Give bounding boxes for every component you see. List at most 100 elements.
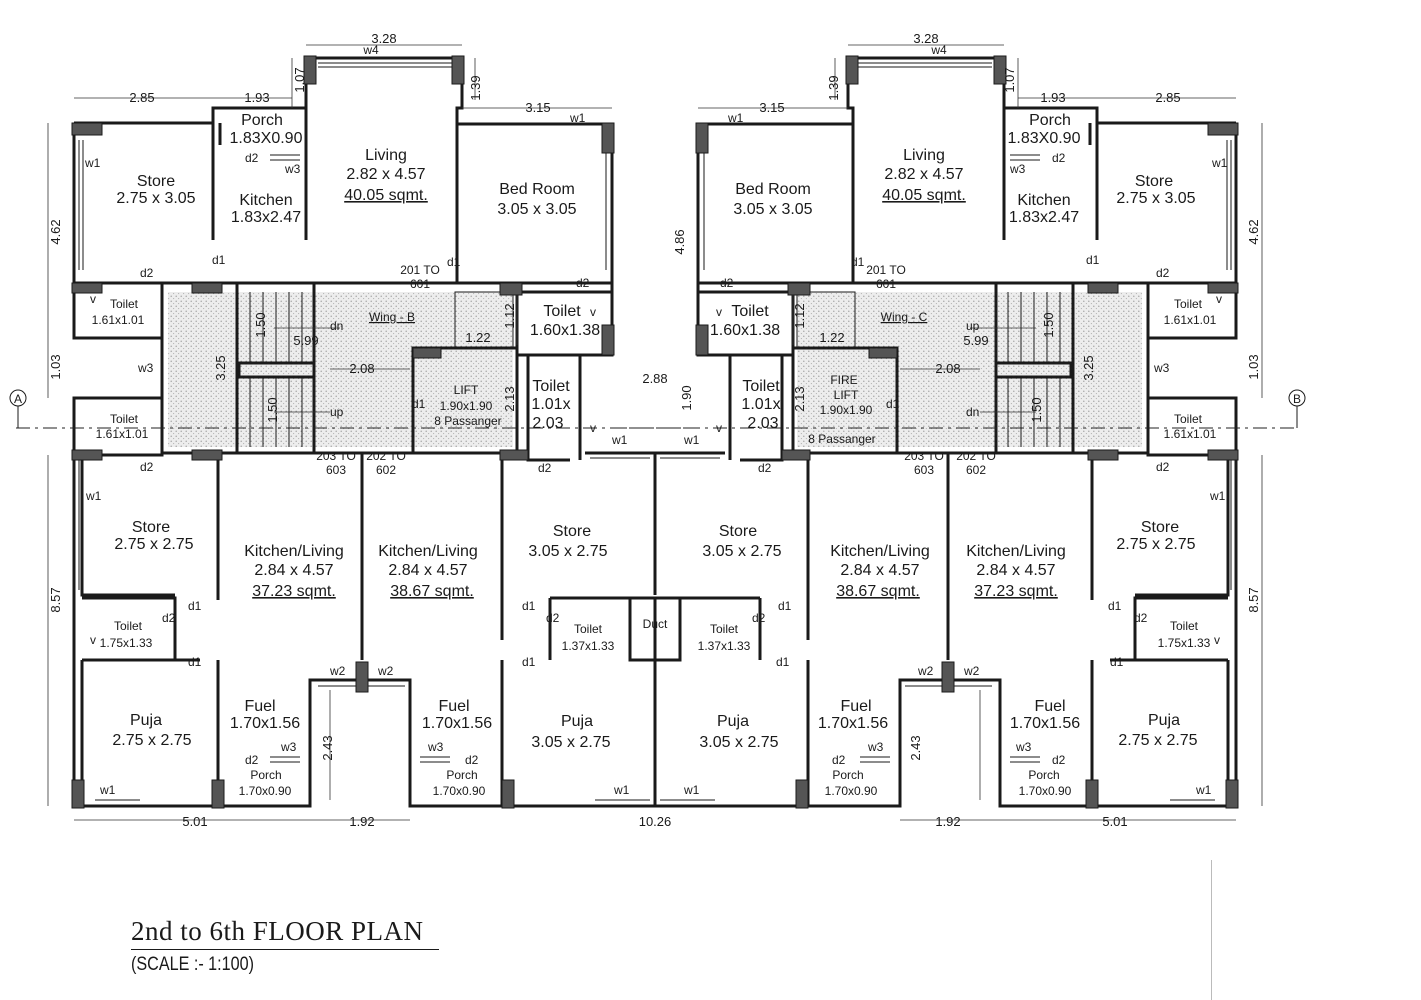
door-tag: d2 bbox=[245, 151, 259, 165]
room-name: Bed Room bbox=[499, 181, 575, 198]
door-tag: d1 bbox=[522, 599, 536, 613]
room-name: Kitchen/Living bbox=[378, 543, 478, 560]
room-size: 1.70x0.90 bbox=[239, 784, 292, 798]
door-tag: d2 bbox=[538, 461, 552, 475]
door-tag: d2 bbox=[465, 753, 479, 767]
room-name: Porch bbox=[1029, 112, 1071, 129]
stair-dn: dn bbox=[330, 319, 343, 333]
door-tag: d2 bbox=[1156, 460, 1170, 474]
dimension: 5.01 bbox=[1102, 814, 1127, 829]
room-name: Bed Room bbox=[735, 181, 811, 198]
window-tag: w1 bbox=[1209, 489, 1226, 503]
room-name: Store bbox=[132, 519, 170, 536]
vent-tag: v bbox=[1214, 633, 1220, 647]
door-tag: d1 bbox=[778, 599, 792, 613]
dimension: 3.15 bbox=[525, 100, 550, 115]
dimension: 5.99 bbox=[293, 333, 318, 348]
door-tag: d2 bbox=[752, 611, 766, 625]
door-tag: d2 bbox=[546, 611, 560, 625]
window-tag: w1 bbox=[611, 433, 628, 447]
room-name: Store bbox=[1135, 173, 1173, 190]
window-tag: w3 bbox=[1015, 740, 1032, 754]
dimension: 3.28 bbox=[371, 31, 396, 46]
room-size: 1.70x1.56 bbox=[230, 715, 300, 732]
stair-up: up bbox=[966, 319, 980, 333]
dimension: 1.50 bbox=[1041, 312, 1056, 337]
room-size: 2.03 bbox=[747, 415, 778, 432]
room-name: Store bbox=[719, 523, 757, 540]
duct-label: Duct bbox=[643, 617, 668, 631]
door-tag: d1 bbox=[851, 255, 865, 269]
dimension: 1.22 bbox=[819, 330, 844, 345]
room-name: Puja bbox=[1148, 712, 1180, 729]
vent-tag: v bbox=[716, 305, 722, 319]
dimension: 2.13 bbox=[792, 386, 807, 411]
room-size: 1.70x0.90 bbox=[825, 784, 878, 798]
room-name: Living bbox=[903, 147, 945, 164]
flat-range: 202 TO bbox=[956, 449, 996, 463]
window-tag: w3 bbox=[1153, 361, 1170, 375]
vent-tag: v bbox=[716, 421, 722, 435]
lift-name: FIRE bbox=[830, 373, 857, 387]
room-name: Fuel bbox=[840, 698, 871, 715]
room-name: Toilet bbox=[742, 378, 780, 395]
dimension: 2.13 bbox=[502, 386, 517, 411]
room-size: 2.84 x 4.57 bbox=[388, 562, 467, 579]
window-tag: w2 bbox=[963, 664, 980, 678]
plan-title: 2nd to 6th FLOOR PLAN bbox=[131, 916, 439, 950]
window-tag: w2 bbox=[377, 664, 394, 678]
door-tag: d2 bbox=[140, 266, 154, 280]
room-name: Porch bbox=[446, 768, 477, 782]
dimension: 4.62 bbox=[48, 219, 63, 244]
dimension: 1.12 bbox=[502, 303, 517, 328]
room-size: 2.82 x 4.57 bbox=[346, 166, 425, 183]
room-name: Toilet bbox=[532, 378, 570, 395]
room-size: 1.61x1.01 bbox=[1164, 427, 1217, 441]
window-tag: w3 bbox=[1009, 162, 1026, 176]
room-size: 2.75 x 3.05 bbox=[116, 190, 195, 207]
dimension: 2.88 bbox=[642, 371, 667, 386]
flat-range: 603 bbox=[326, 463, 346, 477]
window-tag: w1 bbox=[683, 783, 700, 797]
window-tag: w4 bbox=[362, 43, 379, 57]
window-tag: w1 bbox=[85, 489, 102, 503]
room-size: 2.84 x 4.57 bbox=[976, 562, 1055, 579]
room-name: Kitchen bbox=[1017, 192, 1070, 209]
room-size: 3.05 x 2.75 bbox=[702, 543, 781, 560]
room-name: Store bbox=[1141, 519, 1179, 536]
room-size: 1.83X0.90 bbox=[1008, 130, 1081, 147]
lift-size: 1.90x1.90 bbox=[820, 403, 873, 417]
room-size: 1.70x1.56 bbox=[1010, 715, 1080, 732]
dimension: 1.50 bbox=[253, 312, 268, 337]
room-size: 1.70x1.56 bbox=[818, 715, 888, 732]
door-tag: d1 bbox=[1086, 253, 1100, 267]
door-tag: d1 bbox=[776, 655, 790, 669]
door-tag: d2 bbox=[1052, 753, 1066, 767]
dimension: 1.07 bbox=[292, 67, 307, 92]
room-name: Toilet bbox=[710, 622, 739, 636]
room-size: 3.05 x 3.05 bbox=[733, 201, 812, 218]
window-tag: w1 bbox=[569, 111, 586, 125]
room-size: 2.82 x 4.57 bbox=[884, 166, 963, 183]
room-size: 3.05 x 2.75 bbox=[531, 734, 610, 751]
room-area: 38.67 sqmt. bbox=[836, 583, 920, 600]
dimension: 2.85 bbox=[129, 90, 154, 105]
wing-label: Wing - C bbox=[881, 310, 928, 324]
window-tag: w3 bbox=[427, 740, 444, 754]
room-name: Kitchen/Living bbox=[244, 543, 344, 560]
lift-capacity: 8 Passanger bbox=[434, 414, 501, 428]
dimension: 3.25 bbox=[213, 355, 228, 380]
room-name: Toilet bbox=[574, 622, 603, 636]
stair-dn: dn bbox=[966, 405, 979, 419]
dimension: 2.43 bbox=[320, 735, 335, 760]
room-size: 2.84 x 4.57 bbox=[840, 562, 919, 579]
room-size: 1.01x bbox=[531, 396, 570, 413]
dimension: 1.90 bbox=[679, 385, 694, 410]
room-name: Porch bbox=[250, 768, 281, 782]
room-name: Toilet bbox=[114, 619, 143, 633]
dimension: 1.92 bbox=[349, 814, 374, 829]
dimension: 1.39 bbox=[468, 75, 483, 100]
lift-size: 1.90x1.90 bbox=[440, 399, 493, 413]
flat-range: 603 bbox=[914, 463, 934, 477]
